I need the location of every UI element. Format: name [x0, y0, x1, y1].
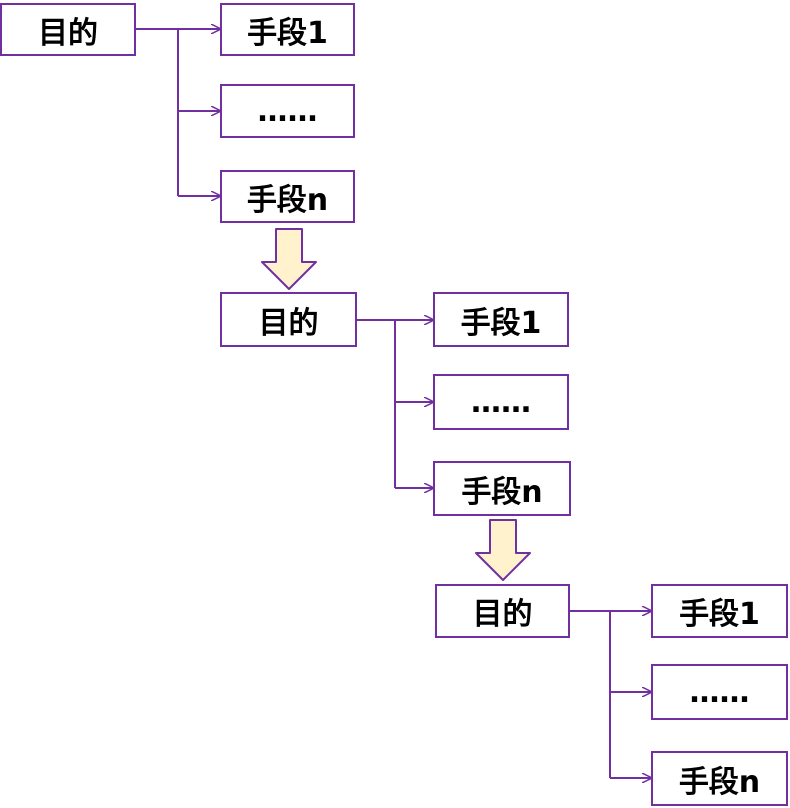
level-1-goal-box: 目的: [0, 3, 136, 56]
level-1-means-box-2: ……: [220, 84, 355, 138]
level-1-connectors: [136, 29, 220, 196]
level-3-means-box-3: 手段n: [651, 751, 788, 806]
level-1-means-box-1: 手段1: [220, 3, 355, 56]
level-2-goal-box: 目的: [220, 292, 357, 347]
level-2-connectors: [357, 320, 433, 488]
level-3-means-box-1: 手段1: [651, 584, 788, 638]
level-3-goal-box: 目的: [435, 584, 570, 638]
level-2-means-box-2: ……: [433, 374, 569, 430]
down-arrow-1: [261, 228, 317, 290]
level-3-connectors: [570, 611, 651, 778]
level-2-means-box-1: 手段1: [433, 292, 569, 347]
down-arrow-2: [475, 519, 531, 581]
level-1-means-box-3: 手段n: [220, 170, 355, 223]
level-3-means-box-2: ……: [651, 664, 788, 720]
level-2-means-box-3: 手段n: [433, 461, 571, 516]
